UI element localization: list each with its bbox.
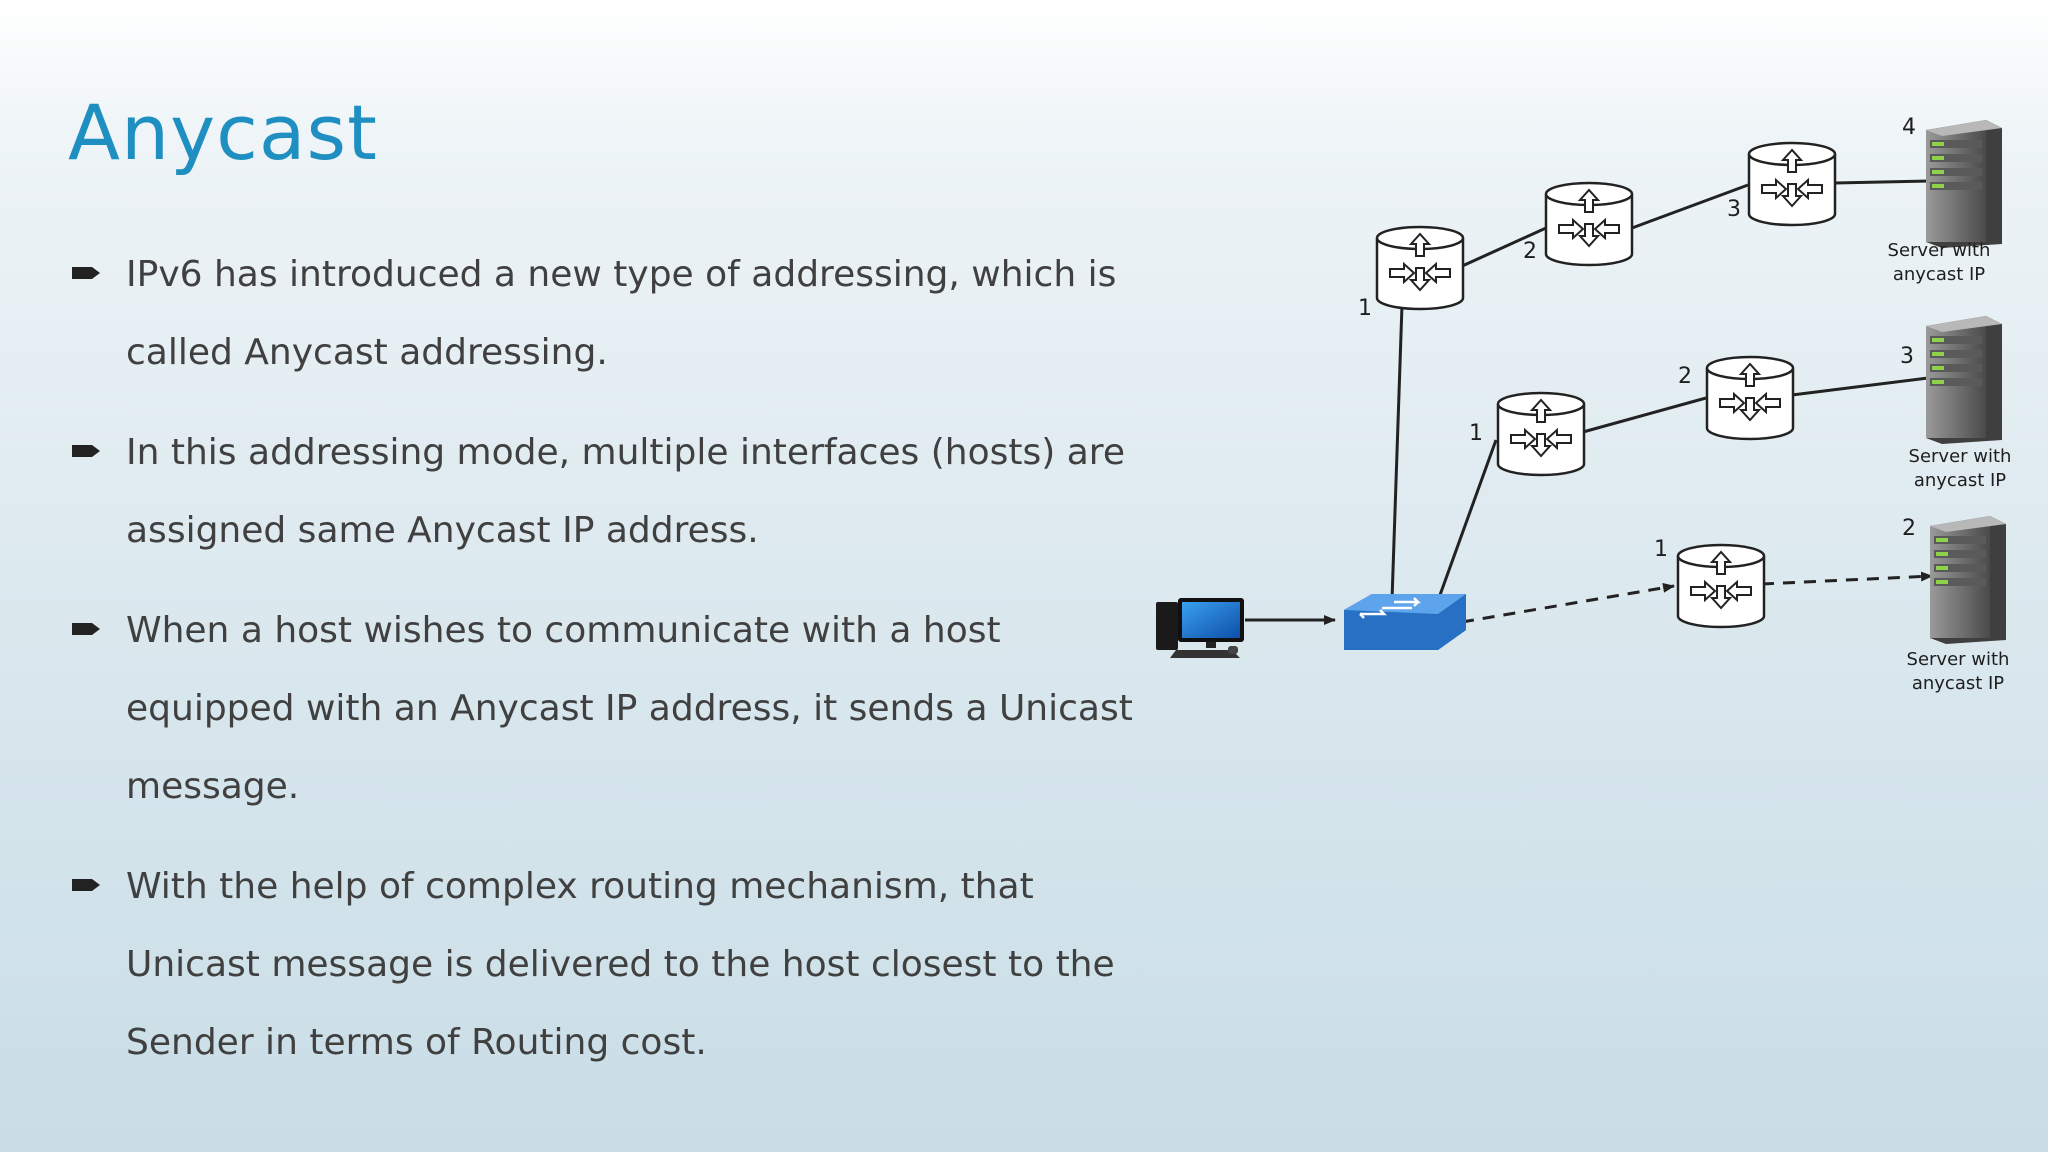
hop-label: 4 bbox=[1902, 115, 1916, 140]
router-icon bbox=[1676, 543, 1766, 629]
server-caption: anycast IP bbox=[1893, 264, 1985, 285]
bullet-item: With the help of complex routing mechani… bbox=[68, 848, 1178, 1082]
router-icon bbox=[1375, 225, 1465, 311]
server-caption: anycast IP bbox=[1912, 673, 2004, 694]
arrow-bullet-icon bbox=[72, 445, 100, 457]
server-caption: Server with bbox=[1907, 649, 2010, 670]
server-icon bbox=[1926, 120, 2002, 248]
hop-label: 2 bbox=[1523, 239, 1537, 264]
hop-label: 1 bbox=[1358, 296, 1372, 321]
router-icon bbox=[1544, 181, 1634, 267]
bullet-item: When a host wishes to communicate with a… bbox=[68, 592, 1178, 826]
hop-label: 1 bbox=[1469, 421, 1483, 446]
bullet-item: In this addressing mode, multiple interf… bbox=[68, 414, 1178, 570]
router-icon bbox=[1496, 391, 1586, 477]
computer-icon bbox=[1156, 598, 1244, 658]
bullet-list: IPv6 has introduced a new type of addres… bbox=[68, 236, 1178, 1104]
router-icon bbox=[1705, 355, 1795, 441]
router-icon bbox=[1747, 141, 1837, 227]
arrow-bullet-icon bbox=[72, 623, 100, 635]
arrow-bullet-icon bbox=[72, 267, 100, 279]
arrow-bullet-icon bbox=[72, 879, 100, 891]
hop-label: 1 bbox=[1654, 537, 1668, 562]
slide-title: Anycast bbox=[68, 88, 378, 177]
bullet-text: When a host wishes to communicate with a… bbox=[126, 610, 1133, 807]
bullet-text: In this addressing mode, multiple interf… bbox=[126, 432, 1125, 551]
hop-label: 3 bbox=[1727, 197, 1741, 222]
bullet-item: IPv6 has introduced a new type of addres… bbox=[68, 236, 1178, 392]
hop-label: 2 bbox=[1902, 516, 1916, 541]
server-caption: Server with bbox=[1909, 446, 2012, 467]
bullet-text: IPv6 has introduced a new type of addres… bbox=[126, 254, 1117, 373]
bullet-text: With the help of complex routing mechani… bbox=[126, 866, 1115, 1063]
server-icon bbox=[1926, 316, 2002, 444]
server-caption: anycast IP bbox=[1914, 470, 2006, 491]
hop-label: 3 bbox=[1900, 344, 1914, 369]
server-caption: Server with bbox=[1888, 240, 1991, 261]
switch-icon bbox=[1344, 594, 1466, 650]
hop-label: 2 bbox=[1678, 364, 1692, 389]
network-links bbox=[1245, 179, 1933, 625]
server-icon bbox=[1930, 516, 2006, 644]
